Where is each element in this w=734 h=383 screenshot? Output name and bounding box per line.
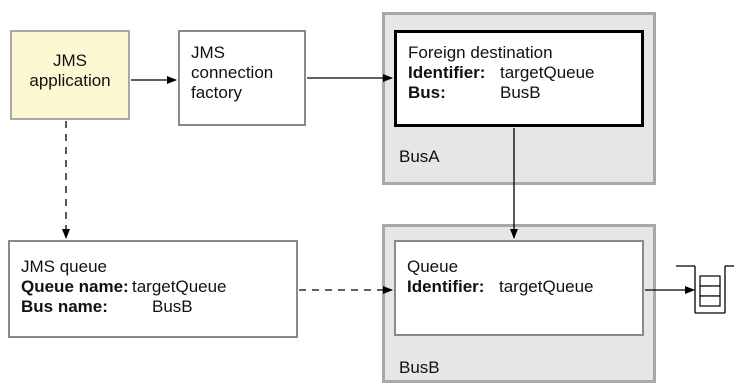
jms-application-line-2: application xyxy=(29,71,111,90)
foreign-destination-title: Foreign destination xyxy=(408,43,553,62)
bus-a-label: BusA xyxy=(399,147,440,166)
jms-connection-factory-line-3: factory xyxy=(191,83,243,102)
jms-queue-name-row: Queue name: targetQueue xyxy=(21,277,296,297)
jms-queue-name-value: targetQueue xyxy=(132,277,227,296)
queue-identifier-row: Identifier: targetQueue xyxy=(407,277,642,297)
jms-connection-factory-line-2: connection xyxy=(191,63,274,82)
foreign-destination-identifier-key: Identifier: xyxy=(408,63,486,82)
jms-queue-bus-row: Bus name: BusB xyxy=(21,297,296,317)
jms-application-node: JMS application xyxy=(10,30,130,120)
queue-title: Queue xyxy=(407,257,459,276)
foreign-destination-bus-key: Bus: xyxy=(408,83,446,102)
jms-connection-factory-node: JMS connection factory xyxy=(178,30,306,126)
jms-queue-node: JMS queue Queue name: targetQueue Bus na… xyxy=(8,240,298,338)
queue-node: Queue Identifier: targetQueue xyxy=(394,240,644,336)
jms-queue-title: JMS queue xyxy=(21,257,107,276)
bus-b-label: BusB xyxy=(399,358,440,377)
message-queue-icon xyxy=(676,265,734,314)
jms-queue-bus-key: Bus name: xyxy=(21,297,108,316)
jms-queue-bus-value: BusB xyxy=(152,297,193,316)
queue-identifier-key: Identifier: xyxy=(407,277,485,296)
foreign-destination-identifier-value: targetQueue xyxy=(500,63,595,82)
jms-application-line-1: JMS xyxy=(53,51,87,70)
jms-connection-factory-line-1: JMS xyxy=(191,43,225,62)
foreign-destination-bus-row: Bus: BusB xyxy=(408,83,641,103)
jms-queue-name-key: Queue name: xyxy=(21,277,129,296)
foreign-destination-node: Foreign destination Identifier: targetQu… xyxy=(394,30,644,127)
foreign-destination-bus-value: BusB xyxy=(500,83,541,102)
foreign-destination-identifier-row: Identifier: targetQueue xyxy=(408,63,641,83)
queue-identifier-value: targetQueue xyxy=(499,277,594,296)
